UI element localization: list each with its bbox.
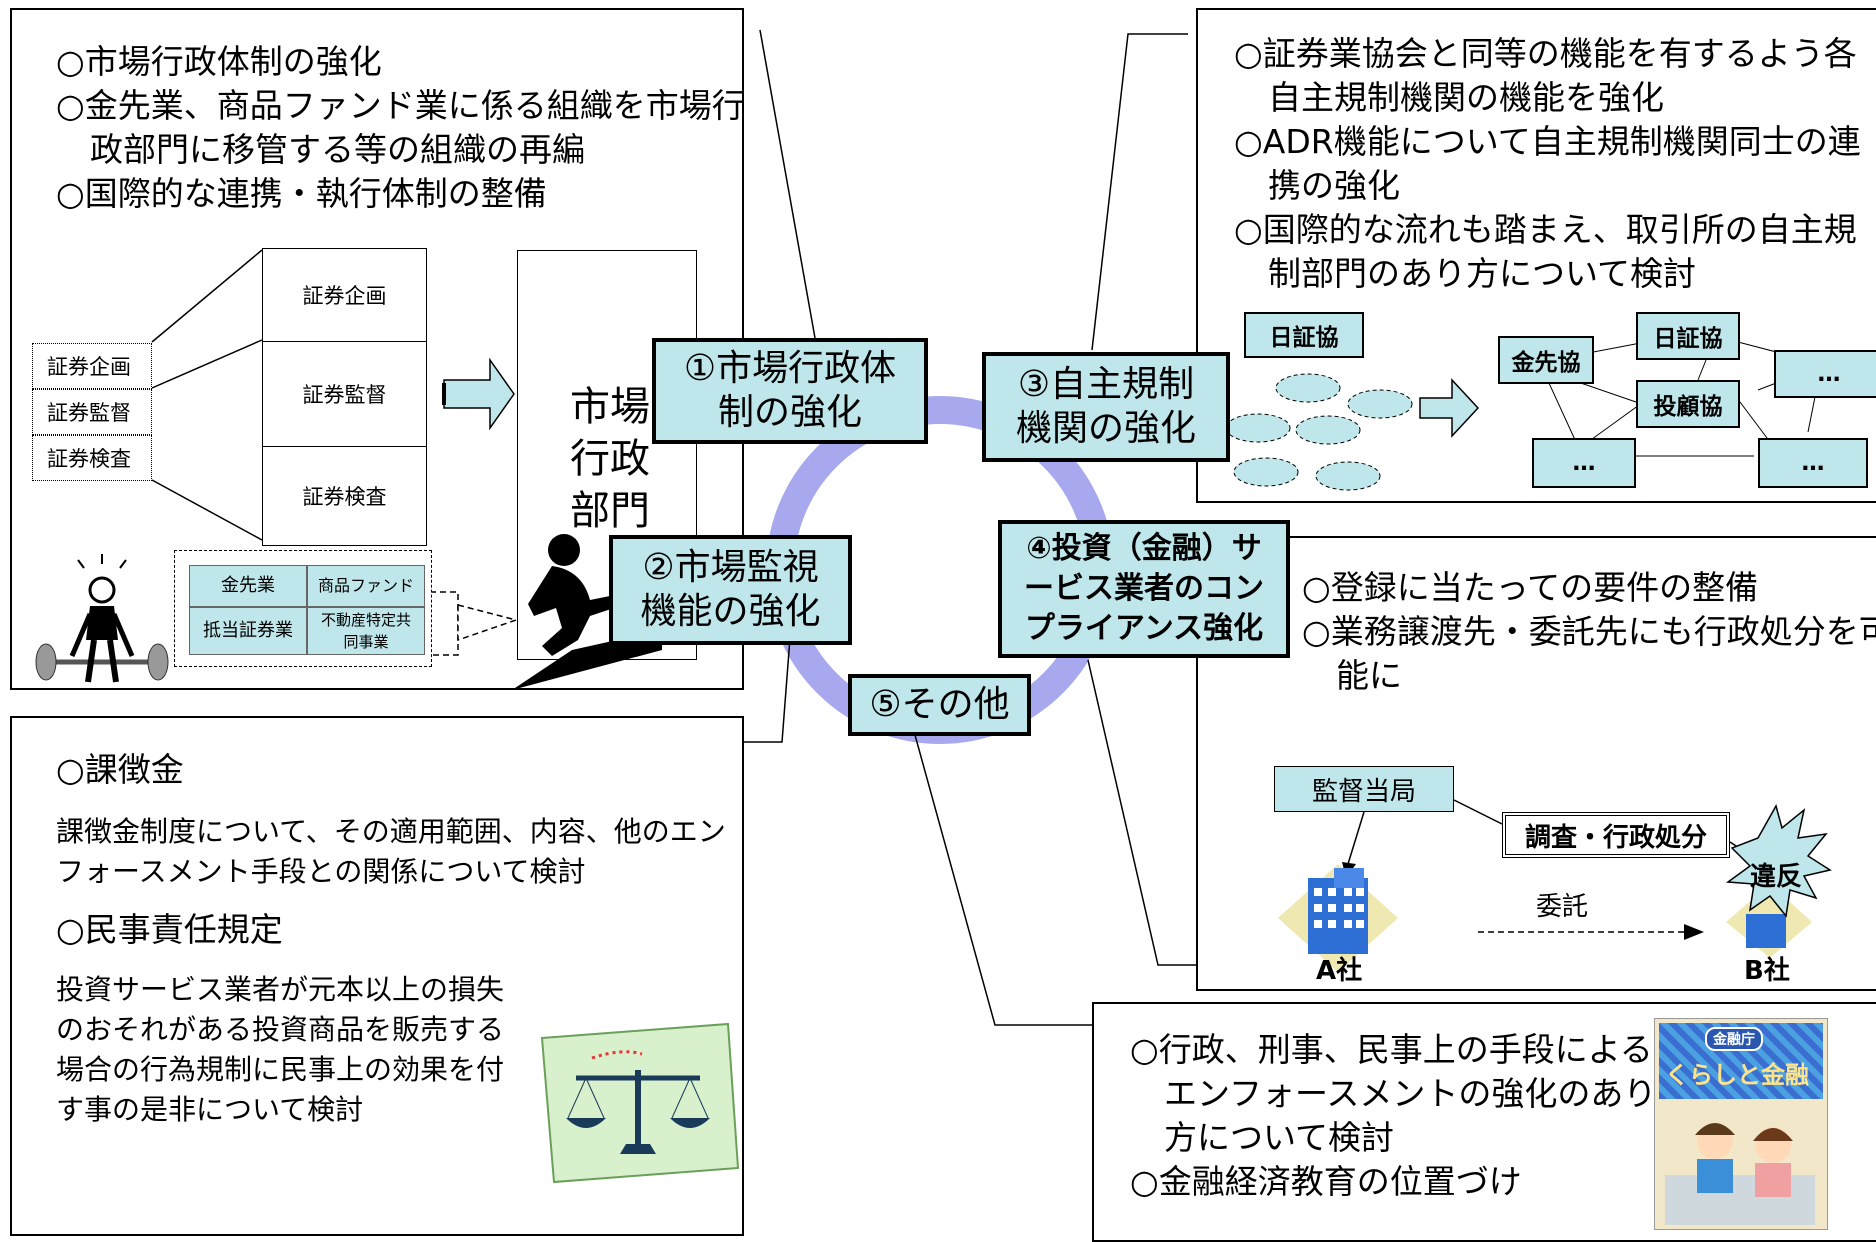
scale-icon (540, 1022, 740, 1184)
line-1: ○証券業協会と同等の機能を有するよう各自主規制機関の機能を強化 (1234, 34, 1857, 117)
authority-box: 監督当局 (1274, 766, 1454, 812)
business-grid: 金先業 商品ファンド 抵当証券業 不動産特定共同事業 (174, 550, 432, 667)
jsda-label: 日証協 (1244, 312, 1364, 358)
grid-cell-4: 不動産特定共同事業 (307, 607, 425, 655)
key-other: ⑤その他 (848, 674, 1031, 736)
node-jsda: 日証協 (1636, 312, 1740, 360)
key-self-regulation: ③自主規制機関の強化 (982, 352, 1230, 462)
node-kinsakyo: 金先協 (1498, 336, 1594, 384)
panel-surcharge: ○課徴金 課徴金制度について、その適用範囲、内容、他のエンフォースメント手段との… (10, 716, 744, 1236)
right-item-2: 証券監督 (262, 341, 427, 447)
panel-compliance: ○登録に当たっての要件の整備 ○業務譲渡先・委託先にも行政処分を可能に 監督当局… (1196, 536, 1876, 991)
violation-label: 違反 (1750, 862, 1803, 892)
left-item-3: 証券検査 (32, 435, 152, 481)
panel-market-administration: ○市場行政体制の強化 ○金先業、商品ファンド業に係る組織を市場行政部門に移管する… (10, 8, 745, 690)
body-surcharge: 課徴金制度について、その適用範囲、内容、他のエンフォースメント手段との関係につい… (56, 815, 726, 888)
market-admin-label: 市場行政部門 (570, 384, 650, 534)
entrust-label: 委託 (1536, 892, 1589, 922)
line-2: ○金融経済教育の位置づけ (1130, 1162, 1522, 1201)
compliance-arrows (1278, 799, 1832, 972)
fan-lines (151, 249, 519, 656)
body-civil: 投資サービス業者が元本以上の損失のおそれがある投資商品を販売する場合の行為規制に… (56, 973, 505, 1126)
brochure-title: くらしと金融 (1665, 1061, 1809, 1089)
line-3: ○国際的な流れも踏まえ、取引所の自主規制部門のあり方について検討 (1234, 210, 1857, 293)
heading-surcharge: ○課徴金 (56, 750, 184, 789)
company-b-label: B社 (1744, 956, 1790, 986)
scattered-ellipses (1225, 341, 1819, 491)
brochure-badge: 金融庁 (1705, 1027, 1763, 1051)
key-market-administration: ①市場行政体制の強化 (652, 338, 928, 444)
grid-cell-1: 金先業 (189, 565, 307, 607)
company-a-label: A社 (1316, 956, 1363, 986)
panel-self-regulation: ○証券業協会と同等の機能を有するよう各自主規制機関の機能を強化 ○ADR機能につ… (1196, 8, 1876, 503)
node-other-2: … (1532, 438, 1636, 488)
people-illustration-icon (1665, 1123, 1815, 1225)
line-2: ○ADR機能について自主規制機関同士の連携の強化 (1234, 122, 1861, 205)
line-2: ○業務譲渡先・委託先にも行政処分を可能に (1302, 612, 1876, 695)
line-3: ○国際的な連携・執行体制の整備 (56, 174, 547, 213)
right-item-1: 証券企画 (262, 248, 427, 342)
node-toukokyo: 投顧協 (1636, 380, 1740, 428)
runner-silhouette-icon (512, 534, 662, 690)
node-other-1: … (1774, 350, 1876, 398)
heading-civil: ○民事責任規定 (56, 910, 283, 949)
key-market-surveillance: ②市場監視機能の強化 (609, 535, 852, 645)
line-1: ○市場行政体制の強化 (56, 42, 382, 81)
line-2: ○金先業、商品ファンド業に係る組織を市場行政部門に移管する等の組織の再編 (56, 86, 745, 169)
grid-cell-3: 抵当証券業 (189, 607, 307, 655)
weightlifter-icon (35, 554, 169, 683)
line-1: ○登録に当たっての要件の整備 (1302, 568, 1759, 607)
left-item-2: 証券監督 (32, 389, 152, 435)
node-other-3: … (1758, 438, 1868, 488)
left-item-1: 証券企画 (32, 343, 152, 389)
brochure-image: 金融庁 くらしと金融 (1654, 1018, 1828, 1230)
panel-other: ○行政、刑事、民事上の手段によるエンフォースメントの強化のあり方について検討 ○… (1092, 1002, 1876, 1242)
line-1: ○行政、刑事、民事上の手段によるエンフォースメントの強化のあり方について検討 (1130, 1030, 1657, 1157)
key-compliance: ④投資（金融）サービス業者のコンプライアンス強化 (998, 520, 1290, 658)
grid-cell-2: 商品ファンド (307, 565, 425, 607)
right-item-3: 証券検査 (262, 446, 427, 546)
action-box: 調査・行政処分 (1502, 812, 1730, 858)
